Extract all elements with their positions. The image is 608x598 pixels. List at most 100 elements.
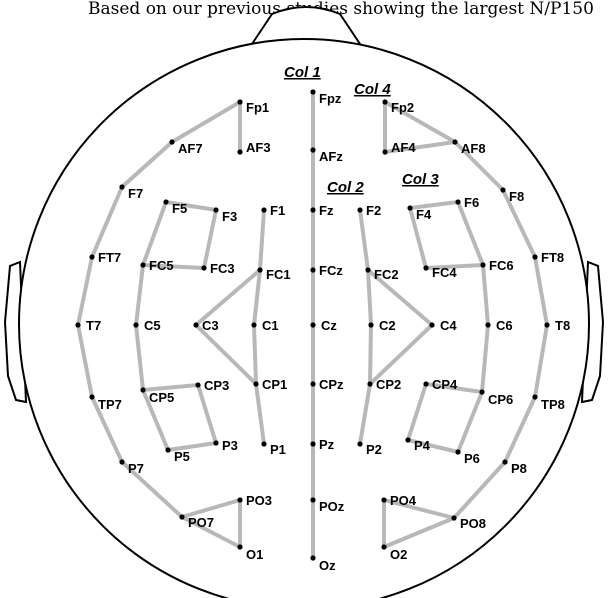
electrode-label-po7: PO7: [188, 515, 214, 530]
electrode-dot-f1: [261, 207, 266, 212]
electrode-label-po4: PO4: [390, 493, 417, 508]
electrode-label-af8: AF8: [461, 141, 486, 156]
electrode-dot-f5: [163, 199, 168, 204]
electrode-dot-po4: [381, 497, 386, 502]
electrode-dot-afz: [310, 147, 315, 152]
electrode-label-f4: F4: [416, 207, 432, 222]
electrode-label-p1: P1: [270, 442, 286, 457]
electrode-dot-p1: [261, 441, 266, 446]
electrode-label-fc4: FC4: [432, 265, 457, 280]
electrode-dot-p3: [213, 440, 218, 445]
electrode-dot-p4: [405, 437, 410, 442]
electrode-dot-p6: [455, 449, 460, 454]
electrode-label-c3: C3: [202, 318, 219, 333]
electrode-dot-f3: [213, 207, 218, 212]
electrode-dot-tp8: [532, 394, 537, 399]
electrode-dot-af4: [382, 149, 387, 154]
electrode-label-t8: T8: [555, 318, 570, 333]
electrode-dot-fc6: [480, 262, 485, 267]
electrode-dot-fp1: [237, 99, 242, 104]
electrode-dot-po8: [451, 515, 456, 520]
electrode-dot-t7: [75, 322, 80, 327]
electrode-dot-p2: [357, 441, 362, 446]
connection-c1-cp1: [254, 325, 256, 384]
electrode-dot-f4: [407, 205, 412, 210]
electrode-dot-oz: [310, 555, 315, 560]
electrode-label-p6: P6: [464, 451, 480, 466]
electrode-label-ft8: FT8: [541, 250, 564, 265]
electrode-label-fc5: FC5: [149, 258, 174, 273]
electrode-label-cpz: CPz: [319, 377, 344, 392]
electrode-label-af3: AF3: [246, 140, 271, 155]
electrode-label-p8: P8: [511, 461, 527, 476]
column-label-1: Col 1: [284, 64, 321, 81]
electrode-label-cp1: CP1: [262, 377, 287, 392]
electrode-dot-c3: [193, 322, 198, 327]
electrode-label-fc2: FC2: [374, 267, 399, 282]
electrode-label-c5: C5: [144, 318, 161, 333]
electrode-dot-fc1: [257, 267, 262, 272]
electrode-label-tp8: TP8: [541, 397, 565, 412]
electrode-dot-po3: [237, 497, 242, 502]
electrode-label-o1: O1: [246, 547, 263, 562]
electrode-label-t7: T7: [86, 318, 101, 333]
electrode-dot-f8: [500, 187, 505, 192]
electrode-dot-fc5: [140, 262, 145, 267]
column-label-2: Col 2: [327, 179, 364, 196]
electrode-label-po3: PO3: [246, 493, 272, 508]
electrode-label-cp6: CP6: [488, 392, 513, 407]
electrode-dot-fp2: [382, 99, 387, 104]
electrode-label-p5: P5: [174, 449, 190, 464]
electrode-dot-cpz: [310, 381, 315, 386]
connection-c2-cp2: [370, 325, 371, 384]
electrode-label-f6: F6: [464, 195, 479, 210]
electrode-dot-tp7: [89, 394, 94, 399]
electrode-dot-f6: [455, 199, 460, 204]
column-label-3: Col 3: [402, 171, 439, 188]
electrode-dot-cp5: [140, 387, 145, 392]
electrode-dot-cz: [310, 322, 315, 327]
electrode-dot-po7: [179, 514, 184, 519]
electrode-label-p7: P7: [128, 461, 144, 476]
electrode-label-c2: C2: [379, 318, 396, 333]
electrode-dot-c2: [368, 322, 373, 327]
electrode-dot-p7: [119, 459, 124, 464]
electrode-label-oz: Oz: [319, 558, 336, 573]
electrode-label-fpz: Fpz: [319, 91, 342, 106]
electrode-label-p4: P4: [414, 438, 431, 453]
electrode-dot-cp2: [367, 381, 372, 386]
electrode-label-fp1: Fp1: [246, 100, 269, 115]
electrode-label-cp4: CP4: [432, 377, 458, 392]
electrode-label-cp5: CP5: [149, 390, 174, 405]
electrode-dot-pz: [310, 441, 315, 446]
electrode-dot-fz: [310, 207, 315, 212]
electrode-label-tp7: TP7: [98, 397, 122, 412]
electrode-dot-p8: [502, 459, 507, 464]
electrode-label-af7: AF7: [178, 141, 203, 156]
electrode-label-fc1: FC1: [266, 267, 291, 282]
electrode-dot-cp1: [253, 381, 258, 386]
electrode-label-f3: F3: [222, 209, 237, 224]
electrode-dot-fc4: [423, 265, 428, 270]
electrode-dot-o2: [381, 544, 386, 549]
head-outline: [5, 7, 603, 598]
electrode-label-af4: AF4: [391, 140, 416, 155]
electrode-dot-cp6: [479, 389, 484, 394]
electrode-label-f8: F8: [509, 189, 524, 204]
electrode-label-po8: PO8: [460, 516, 486, 531]
electrode-dot-fcz: [310, 267, 315, 272]
electrode-dot-c4: [429, 322, 434, 327]
electrode-label-c6: C6: [496, 318, 513, 333]
electrode-dot-ft7: [89, 254, 94, 259]
electrode-dot-c5: [133, 322, 138, 327]
electrode-label-f7: F7: [128, 186, 143, 201]
electrode-dot-poz: [310, 497, 315, 502]
electrode-label-c1: C1: [262, 318, 279, 333]
electrode-dot-fc2: [365, 267, 370, 272]
electrode-label-fc6: FC6: [489, 258, 514, 273]
electrode-dot-af7: [169, 139, 174, 144]
electrode-dot-t8: [544, 322, 549, 327]
electrode-label-fz: Fz: [319, 203, 334, 218]
electrode-dot-ft8: [532, 254, 537, 259]
